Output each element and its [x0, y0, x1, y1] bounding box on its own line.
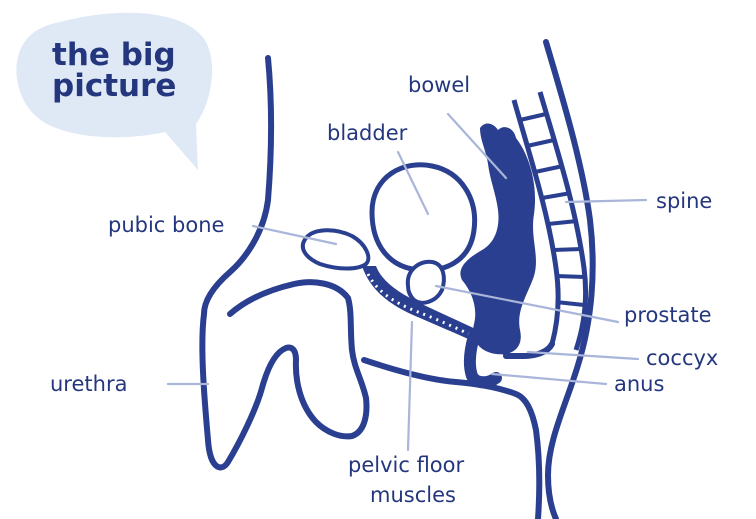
prostate — [408, 262, 444, 303]
label-bladder: bladder — [327, 121, 408, 145]
title-line-2: picture — [52, 68, 176, 104]
pubic-bone — [303, 230, 368, 268]
label-urethra: urethra — [50, 372, 127, 396]
vertebra-3 — [535, 166, 563, 172]
label-coccyx: coccyx — [646, 346, 718, 370]
vertebra-5 — [548, 221, 577, 224]
vertebra-1 — [520, 114, 546, 120]
prostate-shape — [408, 262, 444, 303]
body-outline — [202, 42, 592, 519]
penis-outline — [202, 314, 296, 467]
vertebra-2 — [527, 140, 554, 146]
vertebra-4 — [542, 193, 571, 198]
vertebra-7 — [556, 276, 585, 277]
anus-leader — [492, 374, 606, 384]
bladder-shape — [372, 165, 475, 270]
label-pelvic-floor-line-1: pelvic floor — [348, 453, 464, 477]
abdomen-outline — [204, 58, 271, 314]
spine-leader — [566, 200, 646, 202]
vertebra-6 — [553, 249, 582, 250]
label-bowel: bowel — [408, 73, 470, 97]
title-bubble: the big picture — [16, 13, 212, 170]
bowel — [460, 124, 536, 383]
bladder — [372, 165, 475, 270]
label-anus: anus — [614, 372, 664, 396]
label-pelvic-floor-line-2: muscles — [370, 483, 456, 507]
pubic-bone-shape — [303, 230, 368, 268]
label-pubic-bone: pubic bone — [108, 213, 224, 237]
label-prostate: prostate — [624, 303, 712, 327]
label-spine: spine — [656, 189, 712, 213]
pelvic-floor-leader — [408, 322, 412, 450]
